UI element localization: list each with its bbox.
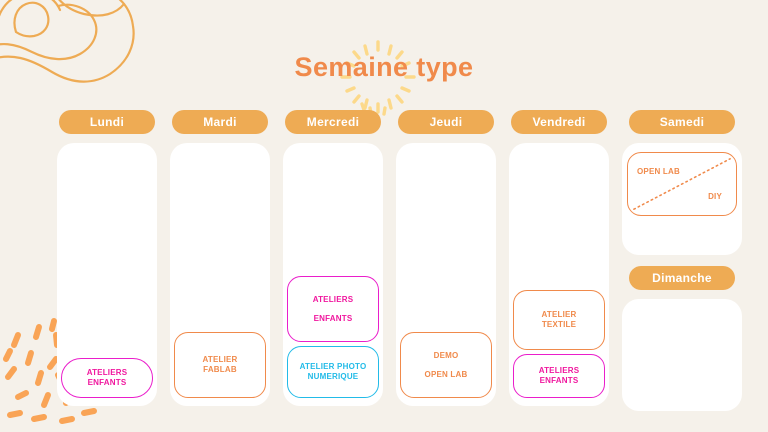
page-title: Semaine type xyxy=(294,52,474,82)
event-chip-atelier-fablab[interactable]: ATELIER FABLAB xyxy=(174,332,266,398)
event-chip-ateliers-enfants[interactable]: ATELIERS ENFANTS xyxy=(287,276,379,342)
dotted-diagonal-divider-icon xyxy=(633,158,731,210)
sunday-header-wrap: Dimanche xyxy=(629,266,735,290)
event-chip-open-lab-diy[interactable]: OPEN LAB DIY xyxy=(627,152,737,216)
day-column-jeudi: Jeudi DEMO OPEN LAB xyxy=(396,110,496,415)
day-column-vendredi: Vendredi ATELIER TEXTILE ATELIERS ENFANT… xyxy=(509,110,609,415)
day-card-jeudi[interactable]: DEMO OPEN LAB xyxy=(396,143,496,406)
day-card-dimanche[interactable] xyxy=(622,299,742,411)
day-card-mardi[interactable]: ATELIER FABLAB xyxy=(170,143,270,406)
day-header-lundi[interactable]: Lundi xyxy=(59,110,155,134)
day-column-lundi: Lundi ATELIERS ENFANTS xyxy=(57,110,157,415)
split-label-top: OPEN LAB xyxy=(637,167,680,176)
day-header-mercredi[interactable]: Mercredi xyxy=(285,110,381,134)
day-header-dimanche[interactable]: Dimanche xyxy=(629,266,735,290)
day-card-vendredi[interactable]: ATELIER TEXTILE ATELIERS ENFANTS xyxy=(509,143,609,406)
event-chip-ateliers-enfants[interactable]: ATELIERS ENFANTS xyxy=(61,358,153,398)
event-chip-demo-open-lab[interactable]: DEMO OPEN LAB xyxy=(400,332,492,398)
split-label-bottom: DIY xyxy=(708,192,722,201)
day-card-lundi[interactable]: ATELIERS ENFANTS xyxy=(57,143,157,406)
week-schedule-grid: Lundi ATELIERS ENFANTS Mardi ATELIER FAB… xyxy=(57,110,757,415)
day-header-samedi[interactable]: Samedi xyxy=(629,110,735,134)
event-chip-atelier-photo-numerique[interactable]: ATELIER PHOTO NUMERIQUE xyxy=(287,346,379,398)
day-column-weekend: Samedi OPEN LAB DIY Dimanche xyxy=(622,110,742,415)
event-chip-ateliers-enfants[interactable]: ATELIERS ENFANTS xyxy=(513,354,605,398)
day-header-jeudi[interactable]: Jeudi xyxy=(398,110,494,134)
day-card-samedi[interactable]: OPEN LAB DIY xyxy=(622,143,742,255)
day-header-vendredi[interactable]: Vendredi xyxy=(511,110,607,134)
day-column-mercredi: Mercredi ATELIERS ENFANTS ATELIER PHOTO … xyxy=(283,110,383,415)
day-header-mardi[interactable]: Mardi xyxy=(172,110,268,134)
day-card-mercredi[interactable]: ATELIERS ENFANTS ATELIER PHOTO NUMERIQUE xyxy=(283,143,383,406)
day-column-mardi: Mardi ATELIER FABLAB xyxy=(170,110,270,415)
event-chip-atelier-textile[interactable]: ATELIER TEXTILE xyxy=(513,290,605,350)
